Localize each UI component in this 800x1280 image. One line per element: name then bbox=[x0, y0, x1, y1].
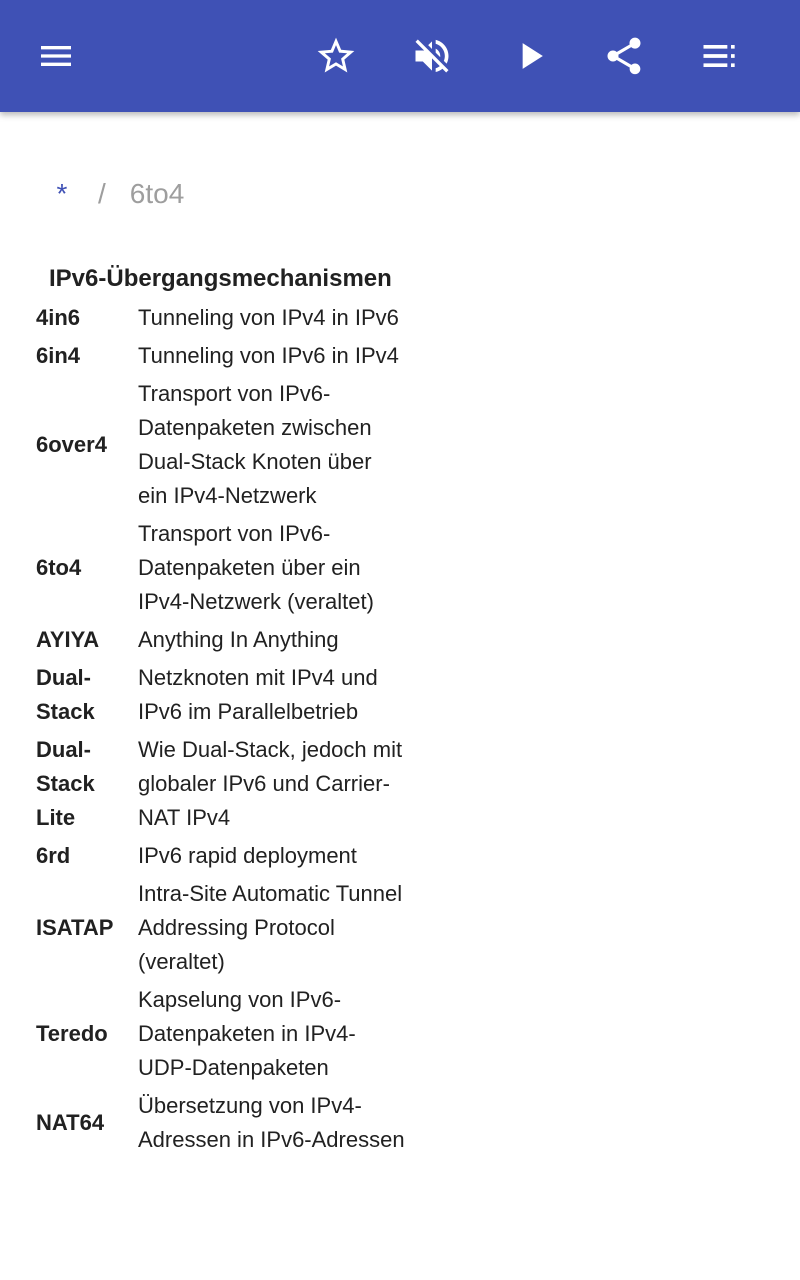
navbox-description: Transport von IPv6-Datenpaketen zwischen… bbox=[138, 381, 372, 508]
breadcrumb-separator: / bbox=[98, 178, 106, 209]
menu-button[interactable] bbox=[28, 28, 84, 84]
navbox-description: Anything In Anything bbox=[138, 627, 339, 652]
navbox-row: Dual-Stack Netzknoten mit IPv4 und IPv6 … bbox=[36, 661, 406, 729]
play-icon bbox=[522, 43, 543, 69]
navbox-description: Tunneling von IPv4 in IPv6 bbox=[138, 305, 399, 330]
share-button[interactable] bbox=[596, 28, 652, 84]
playlist-icon bbox=[703, 45, 735, 67]
navbox-term-link[interactable]: 6in4 bbox=[36, 343, 81, 368]
navbox-description: Netzknoten mit IPv4 und IPv6 im Parallel… bbox=[138, 665, 378, 724]
navbox-row: 4in6 Tunneling von IPv4 in IPv6 bbox=[36, 301, 406, 335]
favorite-button[interactable] bbox=[308, 28, 364, 84]
navbox-row: 6to4 Transport von IPv6-Datenpaketen übe… bbox=[36, 517, 406, 619]
menu-icon bbox=[41, 46, 71, 66]
navbox-term-link[interactable]: 6rd bbox=[36, 843, 71, 868]
mute-button[interactable] bbox=[404, 28, 460, 84]
app-toolbar bbox=[0, 0, 800, 112]
navbox-row: 6over4 Transport von IPv6-Datenpaketen z… bbox=[36, 377, 406, 513]
navbox-term-link[interactable]: Dual-Stack bbox=[36, 665, 95, 724]
navbox-term-link[interactable]: ISATAP bbox=[36, 915, 114, 940]
star-outline-icon bbox=[317, 37, 355, 73]
share-icon bbox=[607, 37, 641, 75]
play-button[interactable] bbox=[502, 28, 558, 84]
navbox-row: AYIYA Anything In Anything bbox=[36, 623, 406, 657]
volume-off-icon bbox=[415, 39, 449, 73]
navbox-row: 6in4 Tunneling von IPv6 in IPv4 bbox=[36, 339, 406, 373]
navbox-term-link[interactable]: Dual-Stack Lite bbox=[36, 737, 95, 830]
navbox-description: Transport von IPv6-Datenpaketen über ein… bbox=[138, 521, 374, 614]
breadcrumb-current: 6to4 bbox=[129, 178, 185, 209]
navbox-term-link[interactable]: Teredo bbox=[36, 1021, 108, 1046]
navbox-row: Teredo Kapselung von IPv6-Datenpaketen i… bbox=[36, 983, 406, 1085]
navbox-row: Dual-Stack Lite Wie Dual-Stack, jedoch m… bbox=[36, 733, 406, 835]
navbox-description: Intra-Site Automatic Tunnel Addressing P… bbox=[138, 881, 403, 974]
navbox-description: Übersetzung von IPv4-Adressen in IPv6-Ad… bbox=[138, 1093, 405, 1152]
navbox-row: 6rd IPv6 rapid deployment bbox=[36, 839, 406, 873]
navbox-term-link[interactable]: 4in6 bbox=[36, 305, 81, 330]
breadcrumb: * / 6to4 bbox=[54, 178, 185, 218]
navbox-title: IPv6-Übergangsmechanismen bbox=[49, 265, 392, 292]
navbox-description: Tunneling von IPv6 in IPv4 bbox=[138, 343, 399, 368]
navbox-description: IPv6 rapid deployment bbox=[138, 843, 357, 868]
navbox-term-link[interactable]: AYIYA bbox=[36, 627, 100, 652]
playlist-button[interactable] bbox=[692, 28, 748, 84]
navbox-term-current: 6to4 bbox=[36, 555, 82, 580]
navbox-term-link[interactable]: 6over4 bbox=[36, 432, 107, 457]
navbox-row: ISATAP Intra-Site Automatic Tunnel Addre… bbox=[36, 877, 406, 979]
breadcrumb-home-link[interactable]: * bbox=[56, 178, 68, 209]
navbox-description: Wie Dual-Stack, jedoch mit globaler IPv6… bbox=[138, 737, 403, 830]
ipv6-transition-navbox: IPv6-Übergangsmechanismen 4in6 Tunneling… bbox=[36, 260, 406, 1161]
navbox-row: NAT64 Übersetzung von IPv4-Adressen in I… bbox=[36, 1089, 406, 1157]
navbox-description: Kapselung von IPv6-Datenpaketen in IPv4-… bbox=[138, 987, 356, 1080]
navbox-term-link[interactable]: NAT64 bbox=[36, 1110, 105, 1135]
